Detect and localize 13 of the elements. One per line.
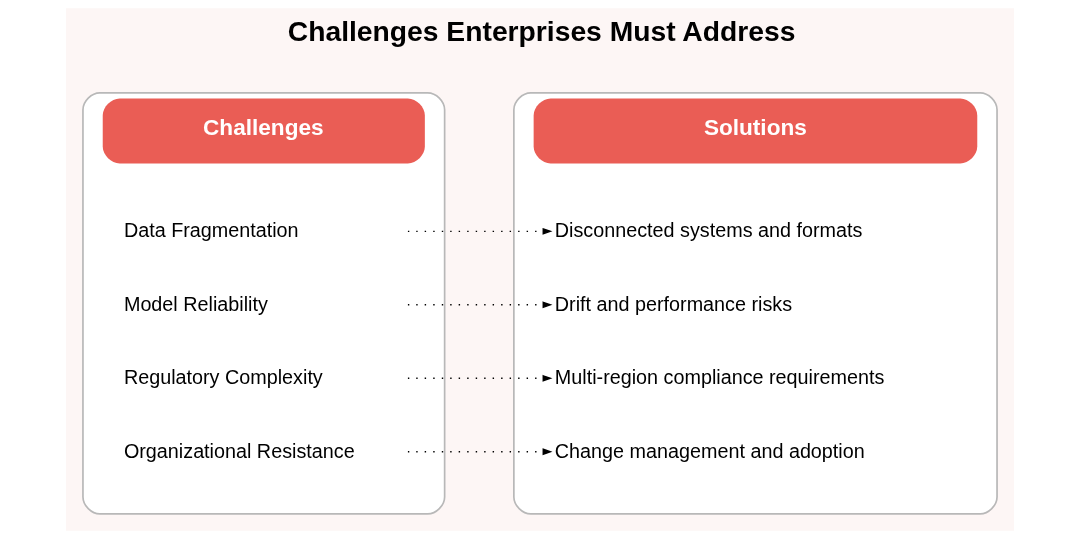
arrow [407, 301, 553, 309]
node-text: Change management and adoption [554, 439, 865, 462]
arrow [407, 227, 553, 235]
node-text: Drift and performance risks [554, 292, 793, 315]
node-text: Disconnected systems and formats [554, 219, 863, 242]
node-text: Data Fragmentation [123, 219, 299, 242]
arrow [407, 448, 553, 456]
node-text: Organizational Resistance [123, 439, 355, 462]
node-text: Multi-region compliance requirements [554, 366, 885, 389]
node-text: Model Reliability [123, 292, 268, 315]
arrow [407, 374, 553, 382]
node-text: Regulatory Complexity [123, 366, 323, 389]
diagram-title: Challenges Enterprises Must Address [287, 14, 796, 47]
